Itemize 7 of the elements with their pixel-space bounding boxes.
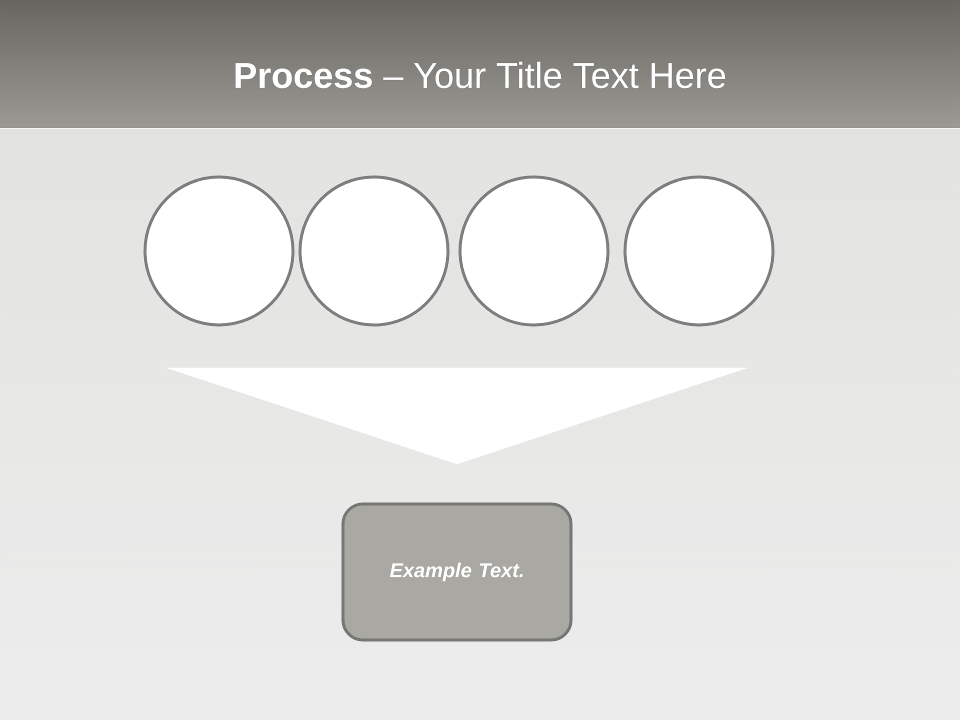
circle-shape (458, 176, 610, 326)
circle-shape (144, 176, 294, 326)
title: Process – Your Title Text Here (236, 62, 726, 88)
funnel-triangle (166, 368, 748, 464)
circle-shape (298, 176, 450, 326)
process-box: Example Text. (342, 502, 572, 642)
circle-shape (624, 176, 774, 326)
